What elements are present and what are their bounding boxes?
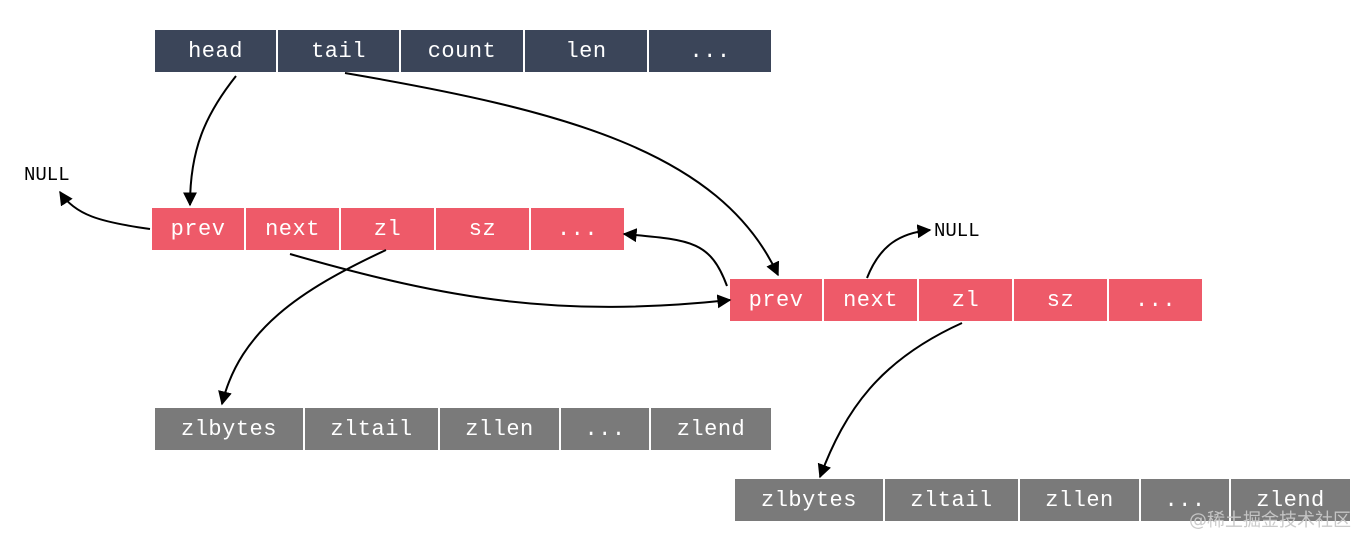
quicklist-header: head tail count len ... [155,30,771,72]
node2-field-zl: zl [919,279,1014,321]
ziplist2-field-zlbytes: zlbytes [735,479,885,521]
header-field-len: len [525,30,649,72]
node1-field-next: next [246,208,341,250]
arrow-head-to-node1 [183,75,237,207]
header-field-count: count [401,30,525,72]
node2-field-sz: sz [1014,279,1109,321]
watermark-text: @稀土掘金技术社区 [1189,510,1351,531]
arrow-node2-zl-to-ziplist2 [817,322,963,479]
ziplist1-field-zlend: zlend [651,408,771,450]
ziplist2-field-zlend: zlend [1231,479,1350,521]
header-field-tail: tail [278,30,401,72]
node1-field-sz: sz [436,208,531,250]
ziplist2-field-more: ... [1141,479,1231,521]
arrow-node2-prev-to-node1 [622,228,728,287]
ziplist1-field-zlbytes: zlbytes [155,408,305,450]
quicklist-node-2: prev next zl sz ... [730,279,1202,321]
node2-field-next: next [824,279,919,321]
ziplist2-field-zltail: zltail [885,479,1020,521]
ziplist1-field-more: ... [561,408,651,450]
arrow-node2-next-to-null [866,224,932,279]
null-label-right: NULL [934,220,980,242]
arrow-node1-next-to-node2 [289,253,732,309]
arrow-node1-zl-to-ziplist1 [218,249,387,406]
header-field-head: head [155,30,278,72]
ziplist1-field-zllen: zllen [440,408,561,450]
arrow-node1-prev-to-null [59,190,151,230]
ziplist-1: zlbytes zltail zllen ... zlend [155,408,771,450]
header-field-more: ... [649,30,771,72]
quicklist-node-1: prev next zl sz ... [152,208,624,250]
node2-field-prev: prev [730,279,824,321]
null-label-left: NULL [24,164,70,186]
node1-field-zl: zl [341,208,436,250]
node1-field-prev: prev [152,208,246,250]
ziplist1-field-zltail: zltail [305,408,440,450]
node2-field-more: ... [1109,279,1202,321]
ziplist2-field-zllen: zllen [1020,479,1141,521]
ziplist-2: zlbytes zltail zllen ... zlend [735,479,1350,521]
node1-field-more: ... [531,208,624,250]
arrow-tail-to-node2 [344,72,780,277]
